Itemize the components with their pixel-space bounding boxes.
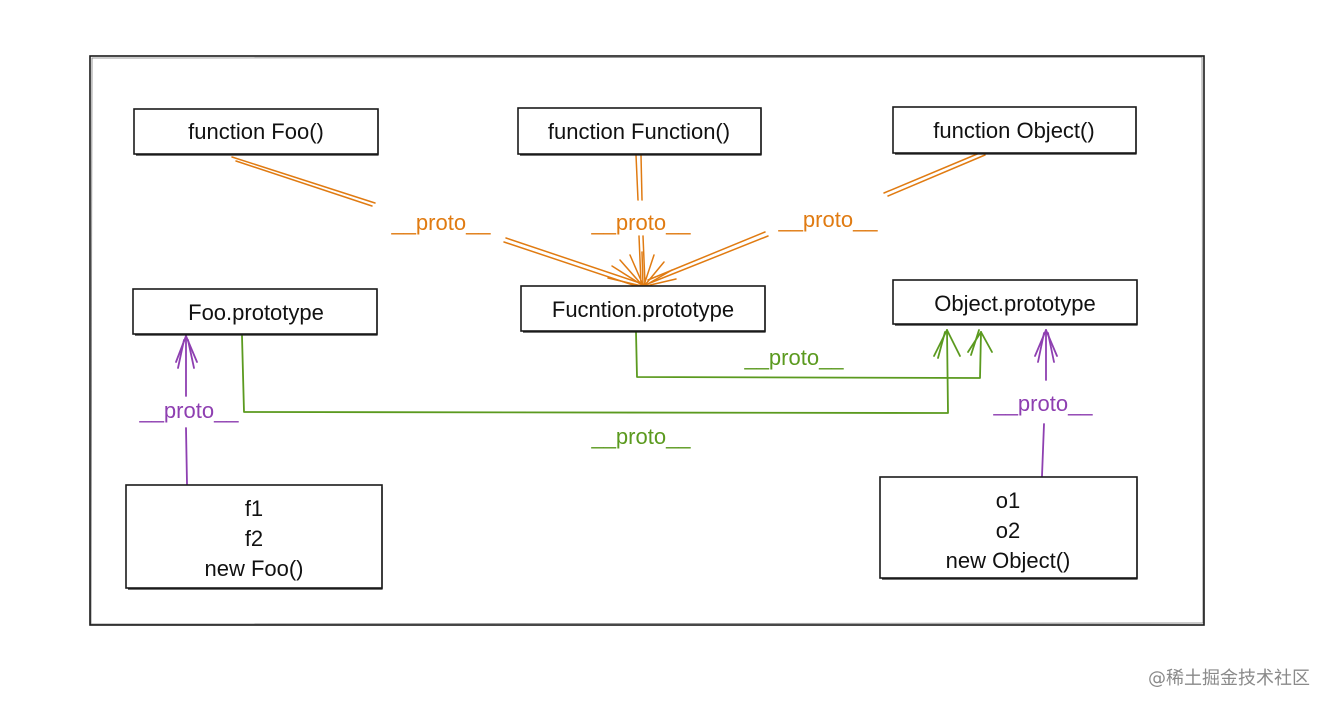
- box-label: function Object(): [933, 118, 1094, 143]
- box-foo-prototype: Foo.prototype: [132, 288, 378, 336]
- box-label: Object.prototype: [934, 291, 1095, 316]
- box-label: function Foo(): [188, 119, 324, 144]
- box-object-instances: o1 o2 new Object(): [879, 476, 1138, 580]
- instance-new-object: new Object(): [946, 548, 1071, 573]
- box-label: Foo.prototype: [188, 300, 324, 325]
- proto-label-object: __proto__: [777, 207, 878, 232]
- instance-o1: o1: [996, 488, 1020, 513]
- instance-o2: o2: [996, 518, 1020, 543]
- proto-label-function-prototype: __proto__: [743, 345, 844, 370]
- proto-label-foo: __proto__: [390, 210, 491, 235]
- instance-new-foo: new Foo(): [204, 556, 303, 581]
- proto-label-foo-instances: __proto__: [138, 398, 239, 423]
- watermark: @稀土掘金技术社区: [1148, 668, 1310, 689]
- box-label: Fucntion.prototype: [552, 297, 734, 322]
- box-function-object: function Object(): [892, 106, 1137, 155]
- box-foo-instances: f1 f2 new Foo(): [125, 484, 383, 590]
- box-function-function: function Function(): [517, 107, 762, 156]
- box-label: function Function(): [548, 119, 730, 144]
- box-function-prototype: Fucntion.prototype: [520, 285, 766, 333]
- box-function-foo: function Foo(): [133, 108, 379, 156]
- proto-label-object-instances: __proto__: [992, 391, 1093, 416]
- proto-label-foo-prototype: __proto__: [590, 424, 691, 449]
- instance-f1: f1: [245, 496, 263, 521]
- outer-frame: [89, 55, 1205, 626]
- box-object-prototype: Object.prototype: [892, 279, 1138, 326]
- green-proto-links: [241, 329, 993, 414]
- proto-label-function: __proto__: [590, 210, 691, 235]
- purple-proto-links: [175, 329, 1058, 485]
- orange-proto-links: [231, 151, 986, 287]
- instance-f2: f2: [245, 526, 263, 551]
